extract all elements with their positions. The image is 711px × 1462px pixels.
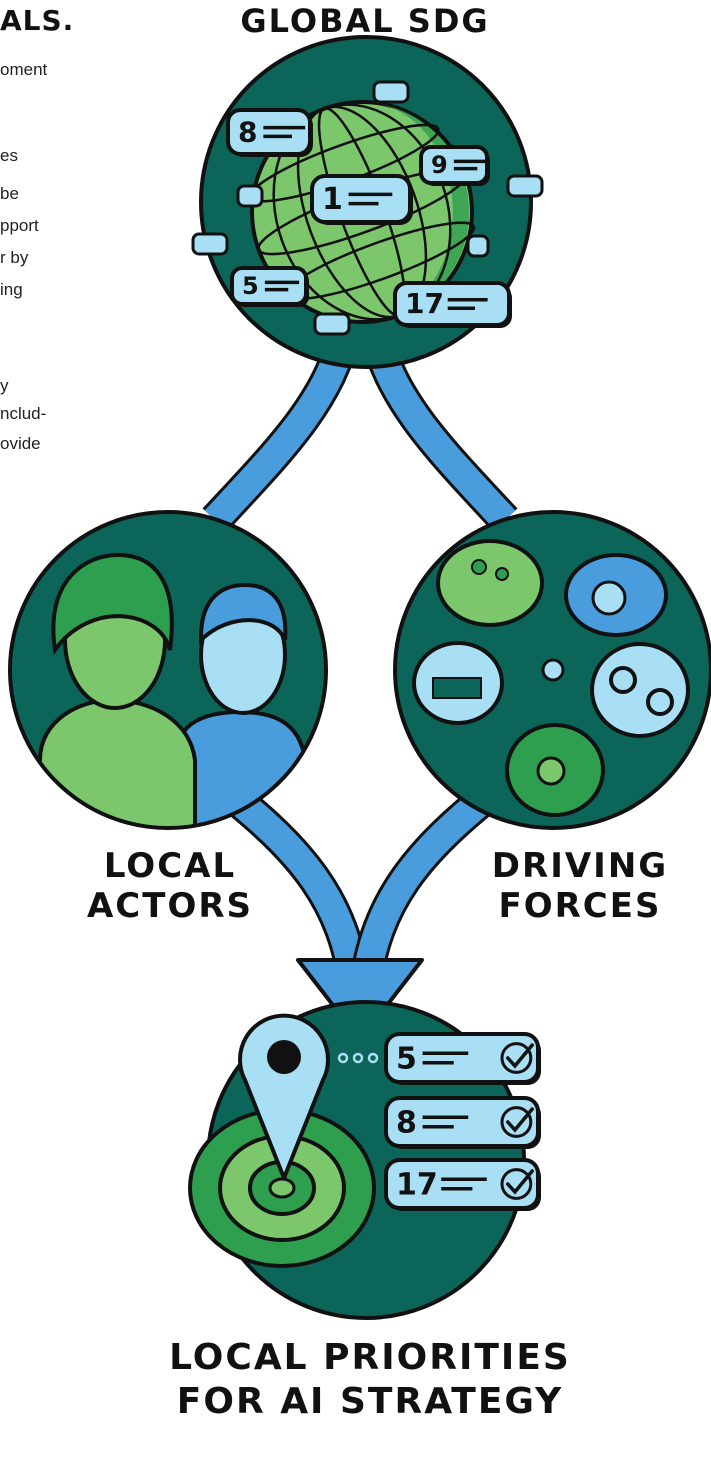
sdg-badge-number: 9 xyxy=(431,151,448,179)
driving-forces-line: FORCES xyxy=(498,886,662,926)
local-actors-line: LOCAL xyxy=(103,846,237,886)
sdg-badge-number: 5 xyxy=(396,1042,417,1077)
sdg-badge: 8 xyxy=(384,1096,541,1149)
intro-line: oment xyxy=(0,60,48,79)
sdg-badge-number: 8 xyxy=(396,1106,417,1141)
checkmark-icon xyxy=(500,1168,534,1200)
sdg-badge: 9 xyxy=(419,145,490,186)
driving-forces-line: DRIVING xyxy=(491,846,669,886)
flow-arrowhead xyxy=(296,958,424,1042)
house-icon xyxy=(412,641,504,725)
globe-badge-group: 8 9 1 5 17 xyxy=(226,108,512,328)
global-sdg-title: GLOBAL SDG xyxy=(240,2,490,40)
intro-line: ing xyxy=(0,280,23,299)
sdg-badge: 5 xyxy=(384,1032,541,1085)
sdg-badge-number: 5 xyxy=(242,272,259,300)
local-priorities-line: LOCAL PRIORITIES xyxy=(169,1337,571,1378)
gender-equality-icon xyxy=(505,723,605,817)
location-pin-icon xyxy=(238,1013,330,1180)
local-priorities-line: FOR AI STRATEGY xyxy=(176,1381,564,1422)
driving-forces-circle xyxy=(393,510,711,830)
local-actors-circle xyxy=(8,510,328,830)
sdg-badge: 17 xyxy=(393,281,512,328)
ellipsis-dots xyxy=(337,1052,379,1064)
handcuffs-icon xyxy=(590,642,690,738)
intro-line: ovide xyxy=(0,434,41,453)
money-growth-icon xyxy=(564,553,668,637)
sdg-badge: 5 xyxy=(230,266,309,307)
intro-heading: ALS. xyxy=(0,4,75,37)
intro-line: be xyxy=(0,184,19,203)
sdg-badge: 17 xyxy=(384,1158,541,1211)
intro-line: r by xyxy=(0,248,29,267)
sdg-badge: 8 xyxy=(226,108,313,157)
family-icon xyxy=(436,539,544,627)
local-priorities-title: LOCAL PRIORITIES FOR AI STRATEGY xyxy=(130,1336,610,1424)
sdg-badge-number: 17 xyxy=(405,287,444,320)
intro-line: nclud- xyxy=(0,404,47,423)
driving-forces-title: DRIVING FORCES xyxy=(460,846,700,926)
sdg-badge-number: 8 xyxy=(238,116,257,149)
target-icon xyxy=(188,1108,376,1268)
intro-line: pport xyxy=(0,216,39,235)
local-actors-title: LOCAL ACTORS xyxy=(60,846,280,926)
priority-badge-group: 5 8 17 xyxy=(384,1032,541,1211)
checkmark-icon xyxy=(500,1042,534,1074)
sdg-badge-number: 1 xyxy=(322,182,343,217)
checkmark-icon xyxy=(500,1106,534,1138)
sdg-badge: 1 xyxy=(310,174,413,225)
local-actors-line: ACTORS xyxy=(86,886,254,926)
intro-line: es xyxy=(0,146,18,165)
intro-text-block: ALS. oment es be pport r by ing y nclud-… xyxy=(0,0,120,470)
small-tags xyxy=(191,80,544,336)
intro-line: y xyxy=(0,376,9,395)
sdg-badge-number: 17 xyxy=(396,1168,438,1203)
